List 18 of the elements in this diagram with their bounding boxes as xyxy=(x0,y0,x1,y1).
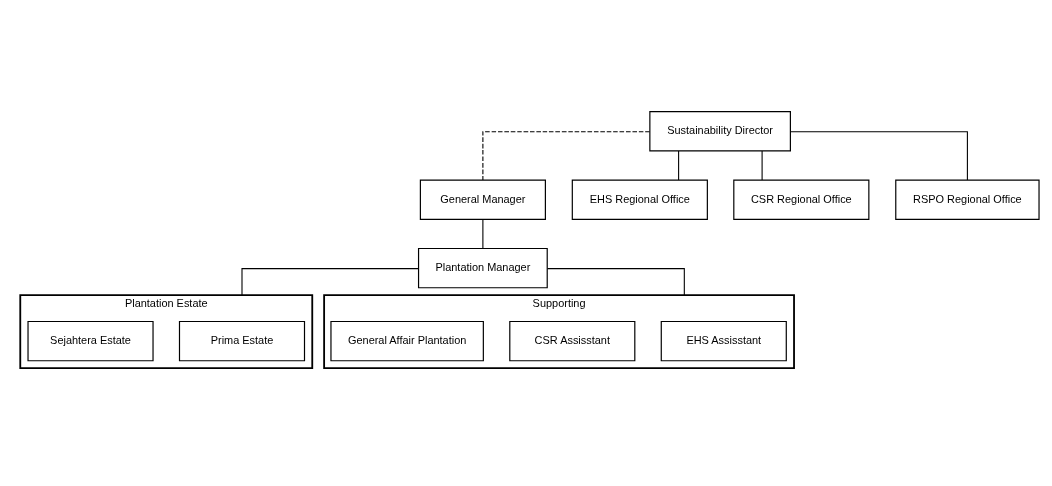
node-box: General Affair Plantation xyxy=(330,320,484,361)
connector xyxy=(241,267,419,296)
node-box: General Manager xyxy=(419,179,546,220)
connector xyxy=(482,130,651,181)
node-box: EHS Regional Office xyxy=(571,179,708,220)
connector xyxy=(546,267,685,296)
node-box: CSR Regional Office xyxy=(733,179,870,220)
node-box: EHS Assisstant xyxy=(660,320,787,361)
node-box: CSR Assisstant xyxy=(509,320,636,361)
connector xyxy=(790,130,968,181)
node-box: Prima Estate xyxy=(178,320,306,361)
connector xyxy=(761,150,763,180)
connector xyxy=(678,150,680,180)
node-box: Sejahtera Estate xyxy=(27,320,154,361)
node-box: RSPO Regional Office xyxy=(895,179,1040,220)
connector xyxy=(482,218,484,249)
node-box: Plantation Manager xyxy=(417,247,548,288)
node-box: Sustainability Director xyxy=(649,110,791,151)
